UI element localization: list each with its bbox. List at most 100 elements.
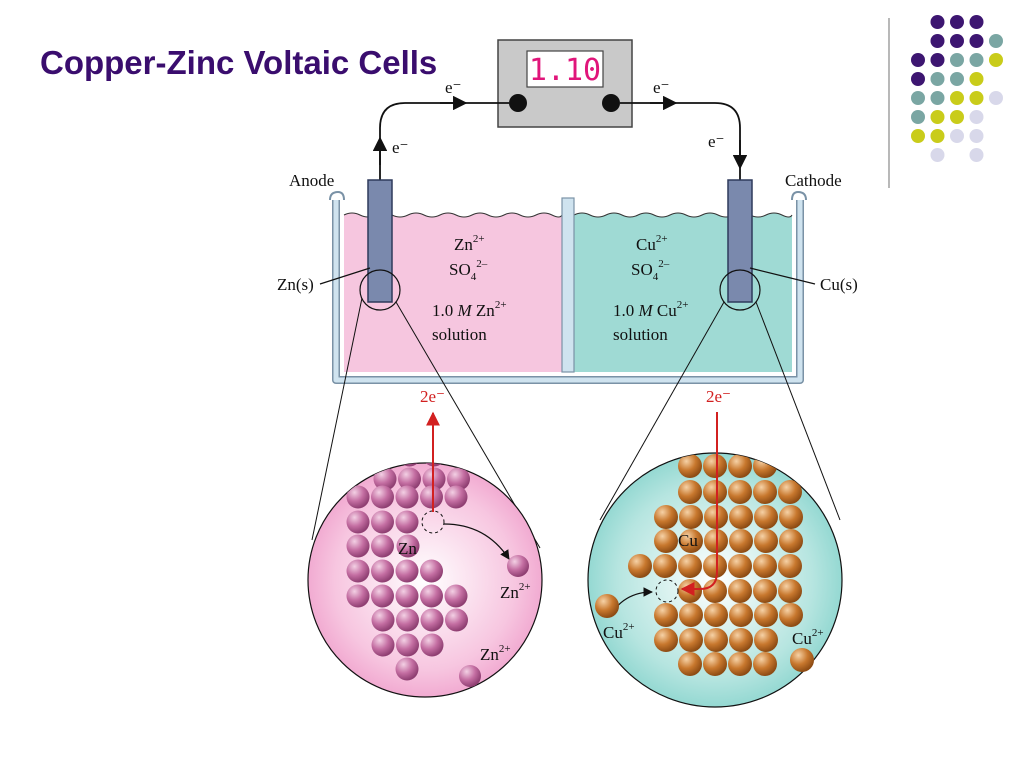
decorative-dot	[930, 72, 945, 86]
decorative-dot	[911, 110, 925, 124]
zinc-atom	[445, 608, 468, 632]
decorative-dot	[930, 110, 945, 124]
zinc-atom	[420, 485, 443, 509]
decorative-dot	[989, 34, 1003, 48]
decorative-dot	[989, 53, 1003, 67]
electron-label-right-wire: e⁻	[708, 132, 725, 151]
copper-atom	[728, 454, 752, 478]
copper-atom	[754, 505, 778, 529]
svg-text:Cu2+: Cu2+	[792, 627, 824, 648]
svg-text:SO42–: SO42–	[631, 258, 670, 283]
cu-ion-label: Cu	[792, 629, 812, 648]
zinc-atom	[373, 463, 397, 467]
zinc-atom	[420, 608, 444, 632]
zinc-atom	[420, 559, 443, 583]
zn-ion	[459, 665, 481, 687]
copper-atom	[779, 529, 803, 553]
cu-ion	[595, 594, 619, 618]
zinc-atom	[395, 510, 419, 534]
zinc-atom	[346, 510, 370, 534]
zinc-electrode	[367, 179, 393, 303]
copper-atom	[753, 652, 777, 676]
left-2e-label: 2e⁻	[420, 387, 445, 406]
decorative-dot	[911, 129, 925, 143]
voltmeter-reading: 1.10	[529, 53, 601, 88]
svg-text:solution: solution	[432, 325, 487, 344]
cathode-label: Cathode	[785, 171, 842, 190]
magnifier-left	[359, 269, 401, 311]
zinc-atom	[371, 584, 394, 608]
zn-atom-label: Zn	[398, 539, 417, 558]
copper-atom	[703, 480, 727, 504]
svg-text:solution: solution	[613, 325, 668, 344]
copper-atom	[703, 554, 727, 578]
svg-text:SO42–: SO42–	[449, 258, 488, 283]
zinc-atom	[395, 485, 419, 509]
copper-atom	[703, 652, 727, 676]
svg-text:Cu2+: Cu2+	[603, 621, 635, 642]
zinc-atom	[395, 657, 419, 681]
copper-atom	[779, 505, 803, 529]
zinc-atom	[395, 559, 419, 583]
svg-text:Zn2+: Zn2+	[480, 643, 511, 664]
copper-atom	[728, 579, 752, 603]
copper-electrode	[727, 179, 753, 303]
wire-right	[620, 102, 741, 180]
copper-atom	[728, 554, 752, 578]
zinc-atom	[447, 467, 470, 491]
copper-atom	[703, 454, 727, 478]
vacancy-zn	[421, 510, 445, 534]
zinc-atom	[447, 463, 470, 467]
decorative-dot	[989, 91, 1003, 105]
electron-label-left-wire: e⁻	[392, 138, 409, 157]
copper-atom	[728, 652, 752, 676]
decorative-dot	[969, 148, 984, 162]
decorative-dot	[950, 72, 964, 86]
decorative-dot	[969, 53, 984, 67]
copper-atom	[654, 603, 678, 627]
copper-atom	[654, 529, 678, 553]
decorative-dot	[911, 53, 925, 67]
cu-s-leader	[749, 267, 816, 285]
cu-ion-label: Cu	[603, 623, 623, 642]
decorative-dot	[930, 129, 945, 143]
decorative-dot	[969, 15, 984, 29]
zinc-atom	[398, 467, 421, 491]
zinc-atom	[346, 485, 370, 509]
zinc-atom	[371, 485, 394, 509]
zn-s-leader	[319, 267, 371, 285]
zinc-atom	[396, 608, 419, 632]
zinc-atom	[396, 534, 420, 558]
zn-ion	[507, 555, 529, 577]
copper-atom	[754, 529, 778, 553]
electron-label-top-right: e⁻	[653, 78, 670, 97]
zinc-atom	[371, 608, 395, 632]
copper-atom	[729, 505, 753, 529]
electron-gain-arrow	[680, 412, 718, 596]
zoom-line	[311, 297, 363, 541]
right-2e-label: 2e⁻	[706, 387, 731, 406]
copper-atom	[654, 505, 678, 529]
copper-atom	[729, 603, 753, 627]
zinc-atom	[396, 633, 419, 657]
copper-atom	[753, 480, 777, 504]
copper-atom	[753, 579, 777, 603]
zn-ion-label: Zn	[480, 645, 499, 664]
svg-text:1.0 M Zn2+: 1.0 M Zn2+	[432, 299, 507, 320]
copper-atom	[679, 603, 703, 627]
vacancy-cu	[655, 579, 679, 603]
copper-atom	[779, 603, 803, 627]
zinc-atom	[420, 584, 443, 608]
svg-text:Zn2+: Zn2+	[500, 581, 531, 602]
terminal-right	[602, 94, 620, 112]
copper-atom-lattice	[628, 454, 803, 676]
decorative-dot	[911, 72, 925, 86]
zinc-atom	[444, 584, 468, 608]
terminal-left	[509, 94, 527, 112]
voltmeter: 1.10	[497, 39, 633, 128]
zoom-line	[599, 301, 725, 521]
decorative-dot	[969, 110, 984, 124]
decorative-dot	[950, 34, 964, 48]
zinc-atom	[346, 534, 370, 558]
